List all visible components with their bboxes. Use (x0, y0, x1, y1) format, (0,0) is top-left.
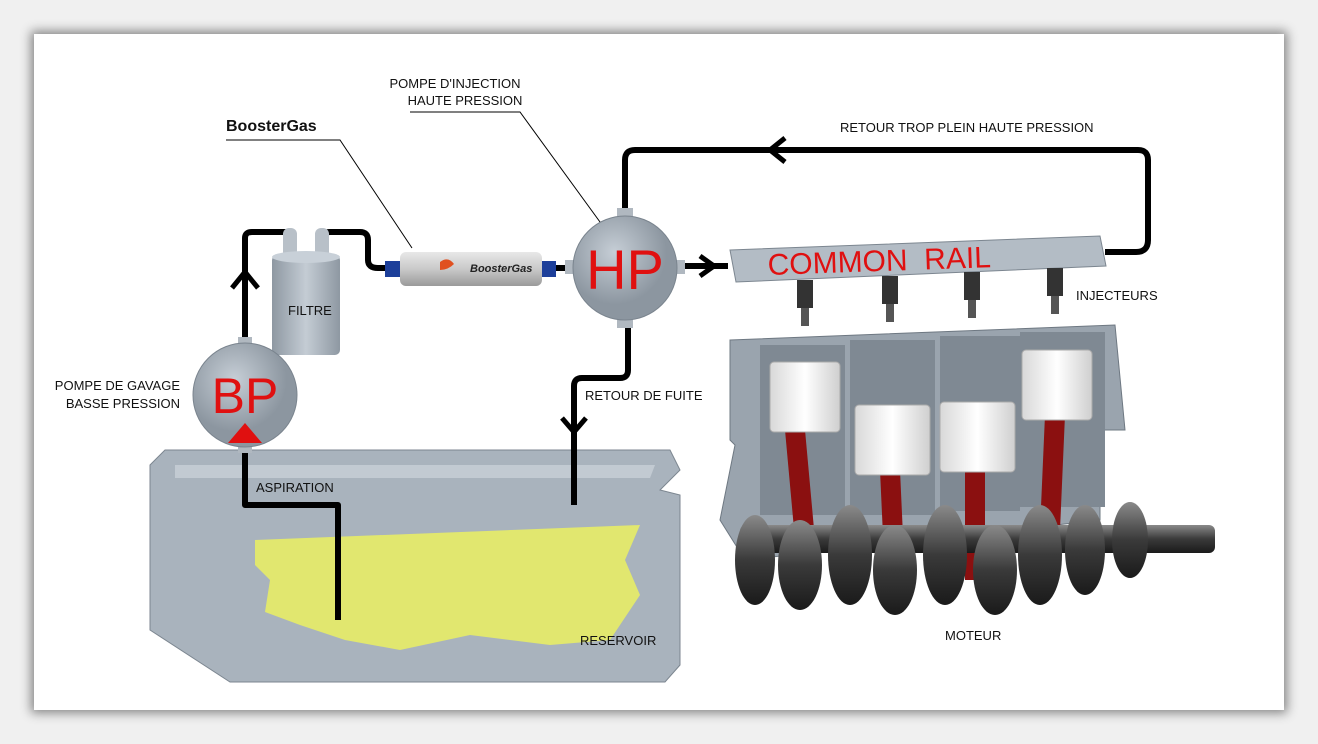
hp-label: HP (586, 238, 664, 301)
injectors (797, 268, 1063, 326)
common-rail-label: COMMON RAIL (767, 241, 991, 282)
common-rail: COMMON RAIL (729, 235, 1107, 283)
label-pompe-gavage-2: BASSE PRESSION (66, 396, 180, 411)
arrow-down-icon (560, 416, 588, 436)
label-aspiration: ASPIRATION (256, 480, 334, 495)
label-pompe-injection-2: HAUTE PRESSION (408, 93, 523, 108)
filtre (272, 228, 340, 355)
aspiration-pipe (242, 448, 341, 620)
leader-line (410, 111, 601, 223)
moteur-engine (719, 324, 1215, 615)
label-filtre: FILTRE (288, 303, 332, 318)
label-reservoir: RESERVOIR (580, 633, 656, 648)
label-retour-fuite: RETOUR DE FUITE (585, 388, 703, 403)
label-pompe-gavage-1: POMPE DE GAVAGE (55, 378, 181, 393)
label-injecteurs: INJECTEURS (1076, 288, 1158, 303)
boostergas-logo: BoosterGas (470, 263, 532, 275)
leader-line (226, 139, 413, 249)
bp-pump: BP (192, 337, 298, 453)
arrow-right-icon (698, 253, 719, 279)
label-boostergas: BoosterGas (226, 118, 317, 135)
arrow-left-icon (765, 136, 787, 164)
hp-pump: HP (565, 208, 685, 328)
label-pompe-injection-1: POMPE D'INJECTION (389, 76, 520, 91)
fuel-level (255, 525, 640, 650)
retour-fuite-pipe (571, 320, 631, 505)
retour-trop-plein-pipe (622, 147, 1151, 255)
arrow-up-icon (228, 423, 262, 443)
label-moteur: MOTEUR (945, 628, 1001, 643)
bp-label: BP (212, 368, 279, 424)
boostergas-filter: BoosterGas (385, 252, 556, 286)
label-retour-trop-plein: RETOUR TROP PLEIN HAUTE PRESSION (840, 120, 1094, 135)
arrow-up-icon (230, 268, 260, 290)
